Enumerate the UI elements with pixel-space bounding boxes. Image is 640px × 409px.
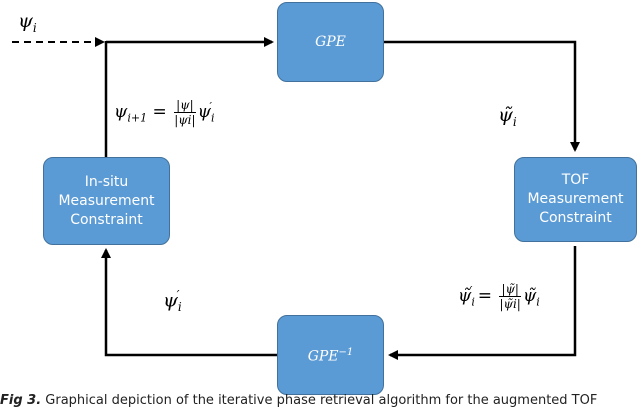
figure-caption: Fig 3. Graphical depiction of the iterat… [0,393,640,409]
caption-label: Fig 3. [0,393,42,408]
insitu-label-line3: Constraint [70,211,143,228]
tof-label-line2: Measurement [527,191,624,207]
tof-constraint-box: TOF Measurement Constraint [514,157,637,242]
caption-text: Graphical depiction of the iterative pha… [45,393,598,408]
tof-update-equation: ψ̃i′ = |ψ̃||ψ̃i|ψ̃i [458,282,540,311]
tof-label-line1: TOF [561,172,590,188]
insitu-label-line2: Measurement [58,192,155,209]
insitu-constraint-box: In-situ Measurement Constraint [43,157,170,245]
gpe-box: GPE [277,2,384,82]
gpe-inverse-label: GPE−1 [307,347,354,365]
gpe-inverse-box: GPE−1 [277,315,384,395]
gpe-label: GPE [315,33,346,50]
psi-tilde-label: ψ̃i [498,104,517,129]
gpe-to-tof-arrow [384,40,580,152]
insitu-label-line1: In-situ [84,173,129,190]
tof-to-gpeinv-arrow [388,246,577,360]
update-equation: ψi+1 = |ψ||ψi|ψi′ [114,98,215,127]
psi-prime-label: ψi′ [163,288,182,315]
input-psi-label: ψi [18,10,37,35]
tof-label-line3: Constraint [539,210,612,226]
gpeinv-to-insitu-arrow [101,248,277,357]
